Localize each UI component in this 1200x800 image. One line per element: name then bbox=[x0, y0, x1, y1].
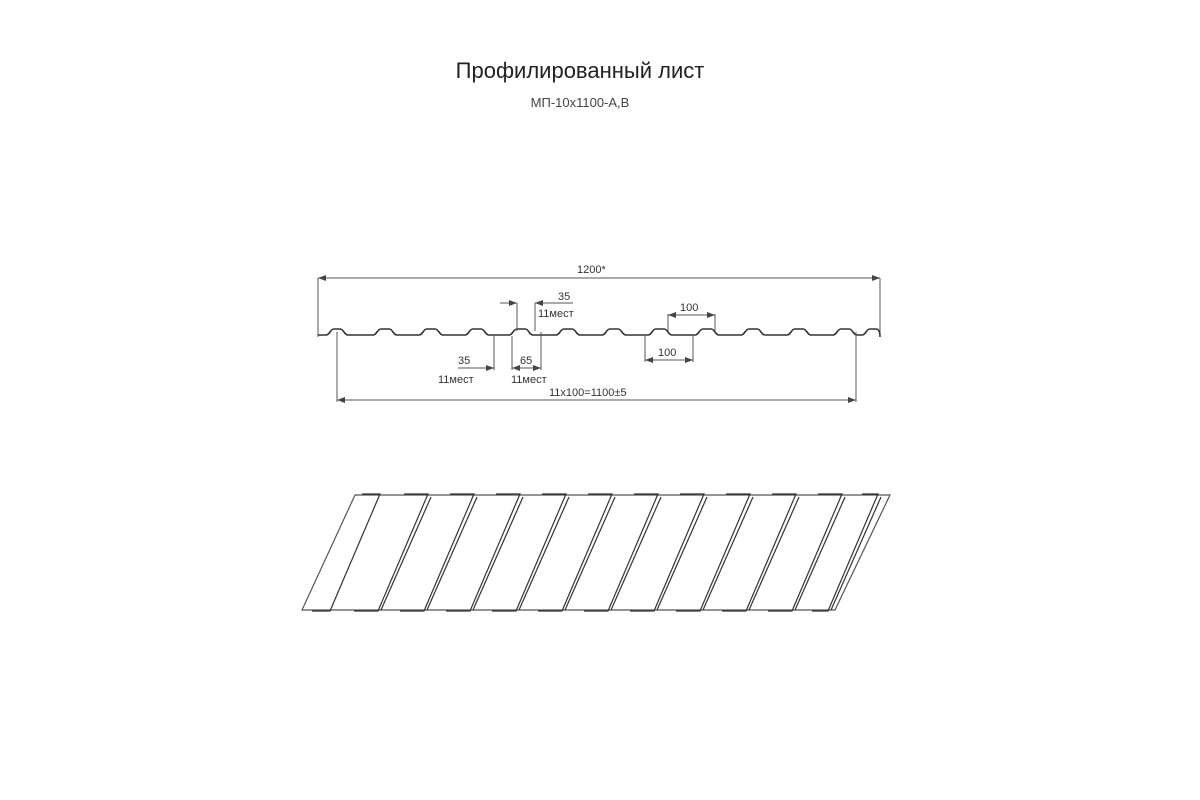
pitch-top-label: 100 bbox=[680, 302, 698, 314]
rib-base-label: 65 bbox=[520, 355, 532, 367]
sheet-perspective-view bbox=[301, 493, 891, 612]
pitch-bottom-dimension bbox=[644, 336, 694, 363]
overall-width-label: 1200* bbox=[577, 264, 606, 276]
valley-rib-dimension bbox=[458, 332, 542, 371]
drawing-subtitle: МП-10x1100-А,В bbox=[530, 95, 630, 110]
pitch-top-dimension bbox=[667, 312, 716, 331]
useful-width-label: 11x100=1100±5 bbox=[549, 387, 627, 399]
pitch-bottom-label: 100 bbox=[658, 347, 676, 359]
overall-width-dimension bbox=[317, 275, 881, 337]
useful-width-dimension bbox=[336, 332, 857, 403]
valley-count-label: 11мест bbox=[438, 374, 474, 386]
rib-base-count-label: 11мест bbox=[511, 374, 547, 386]
crest-count-label: 11мест bbox=[538, 308, 574, 320]
crest-width-dimension bbox=[500, 300, 573, 331]
crest-width-label: 35 bbox=[558, 291, 570, 303]
valley-width-label: 35 bbox=[458, 355, 470, 367]
profile-line bbox=[318, 328, 881, 338]
drawing-title: Профилированный лист bbox=[455, 58, 705, 83]
